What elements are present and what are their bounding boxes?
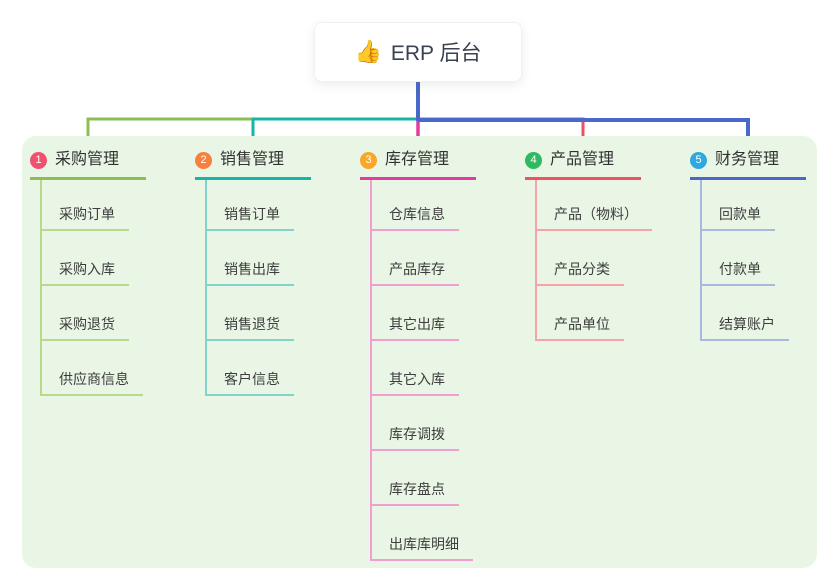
mindmap-leaf-node[interactable]: 付款单 — [702, 231, 806, 286]
branch-column-1: 1 采购管理 采购订单 采购入库 采购退货 供应商信息 — [30, 149, 146, 396]
thumbs-up-icon: 👍 — [354, 39, 382, 64]
leaf-node-label: 采购入库 — [42, 261, 129, 286]
branch-items-list: 销售订单 销售出库 销售退货 客户信息 — [205, 180, 311, 396]
root-node-erp[interactable]: 👍 ERP 后台 — [314, 22, 522, 82]
branch-title-label: 销售管理 — [220, 151, 285, 168]
leaf-node-label: 销售订单 — [207, 206, 294, 231]
leaf-node-label: 产品单位 — [537, 316, 624, 341]
mindmap-leaf-node[interactable]: 产品单位 — [537, 286, 652, 341]
leaf-node-label: 回款单 — [702, 206, 775, 231]
branch-column-3: 3 库存管理 仓库信息 产品库存 其它出库 其它入库 库存调拨 库存盘点 出库库… — [360, 149, 476, 561]
branch-number-badge: 1 — [30, 151, 47, 169]
leaf-node-label: 付款单 — [702, 261, 775, 286]
branch-number-badge: 2 — [195, 151, 212, 169]
branch-title-5[interactable]: 5 财务管理 — [690, 149, 806, 180]
branch-items-list: 仓库信息 产品库存 其它出库 其它入库 库存调拨 库存盘点 出库库明细 — [370, 180, 476, 561]
branch-items-list: 回款单 付款单 结算账户 — [700, 180, 806, 341]
mindmap-leaf-node[interactable]: 产品（物料） — [537, 180, 652, 231]
branch-title-label: 财务管理 — [715, 151, 780, 168]
mindmap-leaf-node[interactable]: 仓库信息 — [372, 180, 476, 231]
leaf-node-label: 采购退货 — [42, 316, 129, 341]
leaf-node-label: 库存调拨 — [372, 426, 459, 451]
branch-number-badge: 5 — [690, 151, 707, 169]
mindmap-leaf-node[interactable]: 采购入库 — [42, 231, 146, 286]
leaf-node-label: 产品（物料） — [537, 206, 652, 231]
mindmap-leaf-node[interactable]: 其它入库 — [372, 341, 476, 396]
mindmap-leaf-node[interactable]: 销售出库 — [207, 231, 311, 286]
mindmap-leaf-node[interactable]: 回款单 — [702, 180, 806, 231]
root-node-label: ERP 后台 — [390, 42, 482, 65]
mindmap-leaf-node[interactable]: 产品分类 — [537, 231, 652, 286]
leaf-node-label: 产品分类 — [537, 261, 624, 286]
branch-title-2[interactable]: 2 销售管理 — [195, 149, 311, 180]
leaf-node-label: 销售出库 — [207, 261, 294, 286]
mindmap-leaf-node[interactable]: 采购订单 — [42, 180, 146, 231]
leaf-node-label: 出库库明细 — [372, 536, 473, 561]
branch-column-2: 2 销售管理 销售订单 销售出库 销售退货 客户信息 — [195, 149, 311, 396]
leaf-node-label: 其它出库 — [372, 316, 459, 341]
branch-title-label: 产品管理 — [550, 151, 615, 168]
mindmap-leaf-node[interactable]: 结算账户 — [702, 286, 806, 341]
leaf-node-label: 产品库存 — [372, 261, 459, 286]
leaf-node-label: 销售退货 — [207, 316, 294, 341]
mindmap-leaf-node[interactable]: 销售退货 — [207, 286, 311, 341]
leaf-node-label: 客户信息 — [207, 371, 294, 396]
branch-title-3[interactable]: 3 库存管理 — [360, 149, 476, 180]
branch-number-badge: 3 — [360, 151, 377, 169]
branch-title-4[interactable]: 4 产品管理 — [525, 149, 641, 180]
branch-title-label: 库存管理 — [385, 151, 450, 168]
branches-background-panel — [22, 136, 817, 568]
leaf-node-label: 库存盘点 — [372, 481, 459, 506]
leaf-node-label: 供应商信息 — [42, 371, 143, 396]
mindmap-leaf-node[interactable]: 销售订单 — [207, 180, 311, 231]
mindmap-leaf-node[interactable]: 库存盘点 — [372, 451, 476, 506]
branch-items-list: 采购订单 采购入库 采购退货 供应商信息 — [40, 180, 146, 396]
branch-title-label: 采购管理 — [55, 151, 120, 168]
mindmap-leaf-node[interactable]: 产品库存 — [372, 231, 476, 286]
branch-column-5: 5 财务管理 回款单 付款单 结算账户 — [690, 149, 806, 341]
leaf-node-label: 其它入库 — [372, 371, 459, 396]
mindmap-leaf-node[interactable]: 其它出库 — [372, 286, 476, 341]
mindmap-leaf-node[interactable]: 客户信息 — [207, 341, 311, 396]
branch-title-1[interactable]: 1 采购管理 — [30, 149, 146, 180]
branch-items-list: 产品（物料） 产品分类 产品单位 — [535, 180, 652, 341]
mindmap-leaf-node[interactable]: 采购退货 — [42, 286, 146, 341]
mindmap-leaf-node[interactable]: 供应商信息 — [42, 341, 146, 396]
leaf-node-label: 结算账户 — [702, 316, 789, 341]
leaf-node-label: 采购订单 — [42, 206, 129, 231]
branch-number-badge: 4 — [525, 151, 542, 169]
branch-column-4: 4 产品管理 产品（物料） 产品分类 产品单位 — [525, 149, 652, 341]
mindmap-leaf-node[interactable]: 库存调拨 — [372, 396, 476, 451]
mindmap-leaf-node[interactable]: 出库库明细 — [372, 506, 476, 561]
leaf-node-label: 仓库信息 — [372, 206, 459, 231]
